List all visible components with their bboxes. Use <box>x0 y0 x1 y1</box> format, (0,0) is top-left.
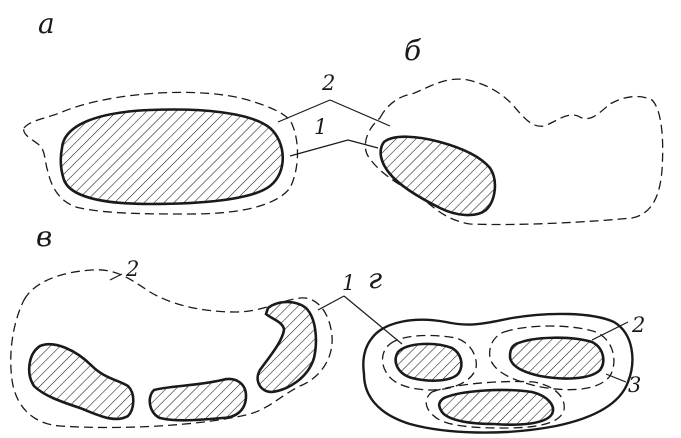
leader-mid-2 <box>110 274 122 280</box>
panel-v-hatched-middle <box>150 379 246 420</box>
panel-v: в <box>11 220 332 428</box>
panel-a-hatched-body <box>61 110 283 204</box>
panel-g-hatched-right <box>510 338 603 379</box>
panel-v-hatched-left <box>29 344 133 419</box>
callout-top-1: 1 <box>314 115 327 139</box>
leader-top-1 <box>290 140 378 156</box>
callouts-top: 2 1 <box>278 71 390 156</box>
callout-top-2: 2 <box>321 71 335 95</box>
panel-b-hatched-body <box>381 137 495 215</box>
panel-a: а <box>24 7 298 214</box>
panel-g-hatched-left <box>396 344 462 381</box>
panel-g: г <box>363 262 632 433</box>
panel-label-g: г <box>368 262 382 295</box>
panel-v-hatched-right <box>258 302 316 392</box>
panel-label-v: в <box>36 220 52 253</box>
leader-top-2 <box>278 100 390 126</box>
callout-mid-2: 2 <box>125 257 139 281</box>
callout-right-2: 2 <box>631 313 645 337</box>
callout-mid-1: 1 <box>342 271 355 295</box>
panel-g-hatched-bottom <box>439 390 553 425</box>
panel-b: б <box>365 34 662 225</box>
panel-label-b: б <box>404 34 422 67</box>
panel-label-a: а <box>38 7 55 40</box>
callout-right-3: 3 <box>628 373 641 397</box>
leader-mid-1 <box>318 296 402 344</box>
